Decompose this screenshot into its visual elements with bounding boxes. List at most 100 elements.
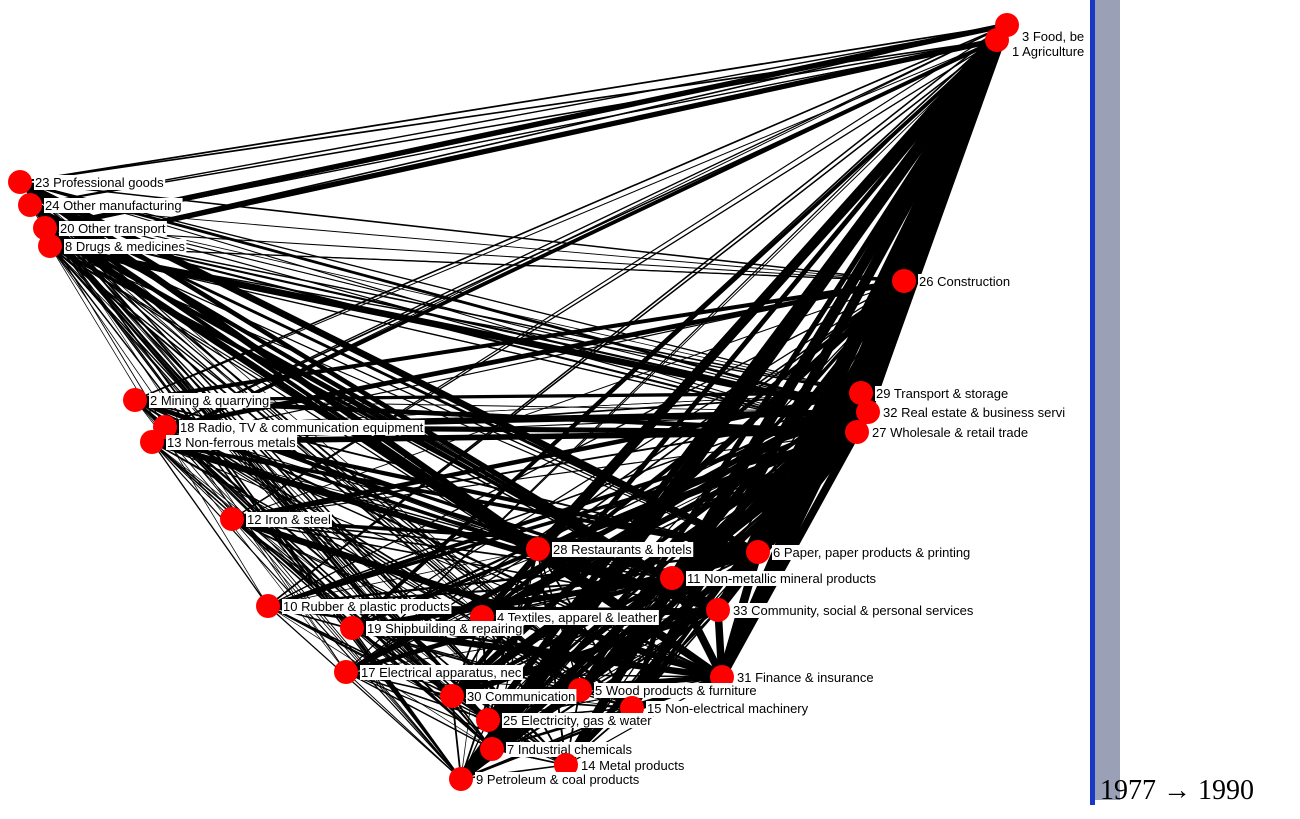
edge-3-5 [577,23,1010,692]
label-background [732,603,975,618]
node-17[interactable] [334,660,358,684]
edge-13-12 [151,441,233,520]
node-29[interactable] [849,381,873,405]
node-label-25: 25 Electricity, gas & water [503,713,652,728]
edge-1-19 [351,39,998,629]
node-label-18: 18 Radio, TV & communication equipment [180,420,424,435]
label-background [1011,44,1086,59]
node-8[interactable] [38,234,62,258]
node-23[interactable] [8,170,32,194]
edge-8-31 [49,245,723,678]
label-background [502,713,654,728]
edge-13-26 [151,280,905,443]
label-background [282,599,452,614]
arrow-icon: → [1163,775,1191,806]
edge-18-5 [164,426,581,691]
edge-24-1 [29,39,998,206]
edge-20-28 [44,227,539,550]
label-background [506,742,634,757]
label-background [475,772,641,787]
edge-13-10 [151,441,269,607]
node-label-17: 17 Electrical apparatus, nec [361,665,522,680]
year-range-caption: 1977 → 1990 [1100,775,1254,807]
edge-1-12 [231,39,998,520]
edge-14-32 [563,410,871,767]
node-25[interactable] [476,708,500,732]
label-background [34,175,166,190]
node-6[interactable] [746,540,770,564]
node-20[interactable] [33,216,57,240]
node-19[interactable] [340,616,364,640]
node-2[interactable] [123,388,147,412]
edge-19-3 [351,24,1008,629]
node-14[interactable] [554,753,578,777]
node-label-8: 8 Drugs & medicines [65,239,185,254]
node-1[interactable] [985,28,1009,52]
edge-3-25 [485,22,1010,723]
node-label-4: 4 Textiles, apparel & leather [497,610,658,625]
scrollbar-track[interactable] [1090,0,1120,800]
label-background [875,386,1010,401]
node-label-12: 12 Iron & steel [247,512,331,527]
edge-13-31 [151,441,723,678]
edge-8-25 [49,245,489,721]
edge-19-9 [351,627,462,780]
node-27[interactable] [845,420,869,444]
edge-3-26 [902,24,1009,282]
node-30[interactable] [440,684,464,708]
node-33[interactable] [706,598,730,622]
label-background [246,512,332,527]
node-label-30: 30 Communication [467,689,575,704]
node-label-31: 31 Finance & insurance [737,670,874,685]
node-label-15: 15 Non-electrical machinery [647,701,809,716]
start-year: 1977 [1100,775,1156,806]
node-label-32: 32 Real estate & business servi [883,405,1065,420]
edge-9-28 [460,548,539,780]
node-label-3: 3 Food, be [1022,29,1084,44]
edge-8-3 [49,24,1008,247]
label-background [44,198,183,213]
node-label-28: 28 Restaurants & hotels [553,542,692,557]
node-label-33: 33 Community, social & personal services [733,603,974,618]
edge-2-14 [134,399,567,766]
edge-8-26 [49,245,905,282]
edge-23-29 [19,181,862,394]
edge-11-31 [671,577,723,678]
label-background [552,542,694,557]
label-background [179,420,425,435]
label-background [882,405,1067,420]
node-12[interactable] [220,507,244,531]
node-11[interactable] [660,566,684,590]
edge-12-3 [231,24,1008,520]
label-background [466,689,577,704]
node-label-27: 27 Wholesale & retail trade [872,425,1028,440]
edge-10-3 [267,24,1008,607]
node-label-19: 19 Shipbuilding & repairing [367,621,522,636]
node-9[interactable] [449,767,473,791]
label-background [580,758,686,773]
label-background [166,435,298,450]
node-32[interactable] [856,400,880,424]
edge-20-6 [44,227,759,553]
node-28[interactable] [526,537,550,561]
label-background [366,621,524,636]
node-10[interactable] [256,594,280,618]
node-24[interactable] [18,193,42,217]
node-13[interactable] [140,430,164,454]
edge-18-30 [164,426,453,697]
edge-27-11 [671,431,858,579]
node-7[interactable] [480,737,504,761]
edge-3-14 [563,23,1010,767]
edge-2-3 [134,24,1008,401]
end-year: 1990 [1198,775,1254,806]
label-background [871,425,1030,440]
edge-20-3 [44,22,1008,231]
node-26[interactable] [892,269,916,293]
node-label-26: 26 Construction [919,274,1010,289]
edge-10-9 [267,605,462,780]
label-background [646,701,810,716]
label-background [149,393,271,408]
node-label-29: 29 Transport & storage [876,386,1008,401]
node-label-9: 9 Petroleum & coal products [476,772,640,787]
